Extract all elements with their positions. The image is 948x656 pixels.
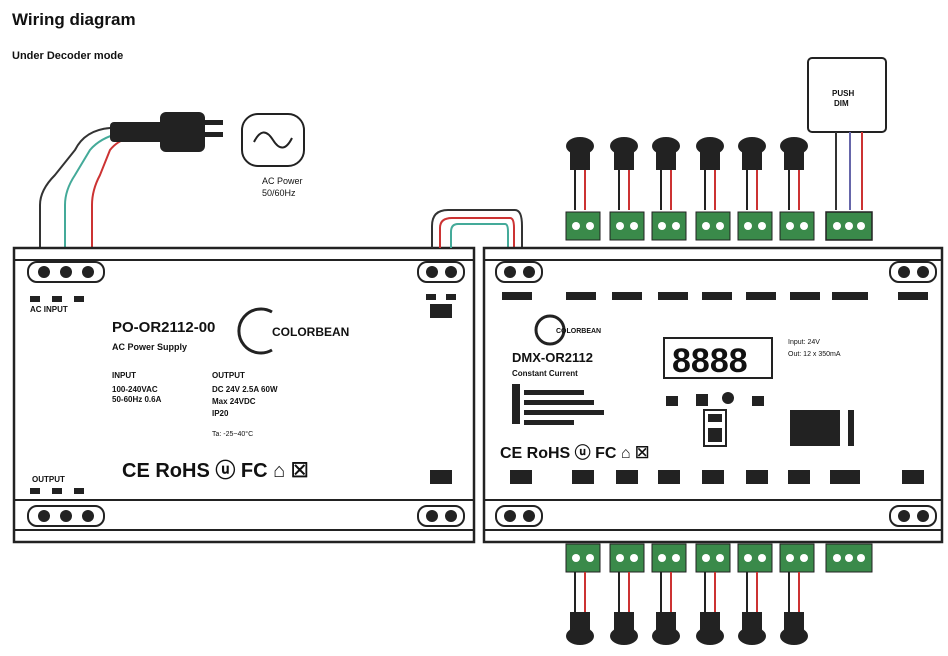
push-dim-line1: PUSH (832, 89, 854, 98)
ps-input-terminal (27, 261, 105, 283)
decoder-certifications: CE RoHS ⓤ FC ⌂ ☒ (500, 443, 649, 462)
ps-spec-a-line: 50-60Hz 0.6A (112, 395, 162, 404)
link-cable (431, 209, 523, 248)
ps-note: Ta: -25~40°C (212, 430, 253, 438)
ps-certifications: CE RoHS ⓤ FC ⌂ ☒ (122, 459, 309, 482)
dip-switch (703, 409, 727, 447)
top-led-connectors (565, 137, 815, 241)
ps-input-label: AC INPUT (30, 305, 68, 314)
display-value: 8888 (672, 342, 748, 380)
decoder-bottom-terminal-left (495, 505, 543, 527)
ac-power-label: AC Power (262, 176, 303, 186)
decoder-side-note: Out: 12 x 350mA (788, 351, 841, 358)
decoder-right-terminal (889, 261, 937, 283)
top-led-3 (651, 137, 687, 241)
ps-spec-b-line: Max 24VDC (212, 397, 256, 406)
diagram-subtitle: Under Decoder mode (12, 50, 124, 62)
decoder-address-block (790, 410, 854, 446)
ps-spec-b-title: OUTPUT (212, 371, 245, 380)
control-buttons (666, 392, 764, 406)
power-supply-module: AC INPUT PO-OR2112-00 AC Power Supply CO… (12, 246, 476, 544)
push-dim-switch: PUSH DIM (807, 57, 887, 241)
ps-desc: AC Power Supply (112, 342, 187, 352)
diagram-title: Wiring diagram (12, 10, 136, 29)
decoder-side-note: Input: 24V (788, 339, 820, 346)
ac-power-freq: 50/60Hz (262, 188, 296, 198)
ps-brand: COLORBEAN (272, 325, 349, 339)
top-led-2 (609, 137, 645, 241)
top-led-4 (695, 137, 731, 241)
bottom-led-6 (779, 543, 815, 645)
ac-source-icon: AC Power 50/60Hz (241, 113, 305, 198)
decoder-power-terminal (495, 261, 543, 283)
ps-spec-b-line: IP20 (212, 409, 229, 418)
ac-plug (39, 112, 223, 250)
decoder-model: DMX-OR2112 (512, 350, 593, 365)
bottom-led-2 (609, 543, 645, 645)
top-led-6 (779, 137, 815, 241)
ps-spec-b-line: DC 24V 2.5A 60W (212, 385, 278, 394)
decoder-bottom-terminal-right (889, 505, 937, 527)
ps-output-terminal-right (417, 505, 465, 527)
bottom-led-5 (737, 543, 773, 645)
ps-spec-a-line: 100-240VAC (112, 385, 158, 394)
decoder-brand-logo: COLORBEAN (534, 314, 601, 346)
bottom-led-4 (695, 543, 731, 645)
bottom-led-3 (651, 543, 687, 645)
ps-model: PO-OR2112-00 (112, 319, 215, 336)
ps-output-terminal (27, 505, 105, 527)
decoder-brand: COLORBEAN (556, 328, 601, 335)
bottom-led-connectors (565, 543, 873, 645)
decoder-module: COLORBEAN DMX-OR2112 Constant Current 88… (482, 246, 944, 544)
ps-brand-logo: COLORBEAN (237, 307, 349, 355)
push-dim-line2: DIM (834, 99, 849, 108)
bottom-spare-terminal (825, 543, 873, 573)
ps-link-terminal (417, 261, 465, 283)
segment-display: 8888 (663, 337, 773, 380)
decoder-spec-block (512, 384, 604, 425)
ps-output-label: OUTPUT (32, 475, 65, 484)
top-led-1 (565, 137, 601, 241)
ps-pin-markers (30, 294, 456, 494)
decoder-pin-markers (502, 292, 928, 484)
ps-spec-a-title: INPUT (112, 371, 136, 380)
top-led-5 (737, 137, 773, 241)
bottom-led-1 (565, 543, 601, 645)
decoder-desc: Constant Current (512, 369, 578, 378)
